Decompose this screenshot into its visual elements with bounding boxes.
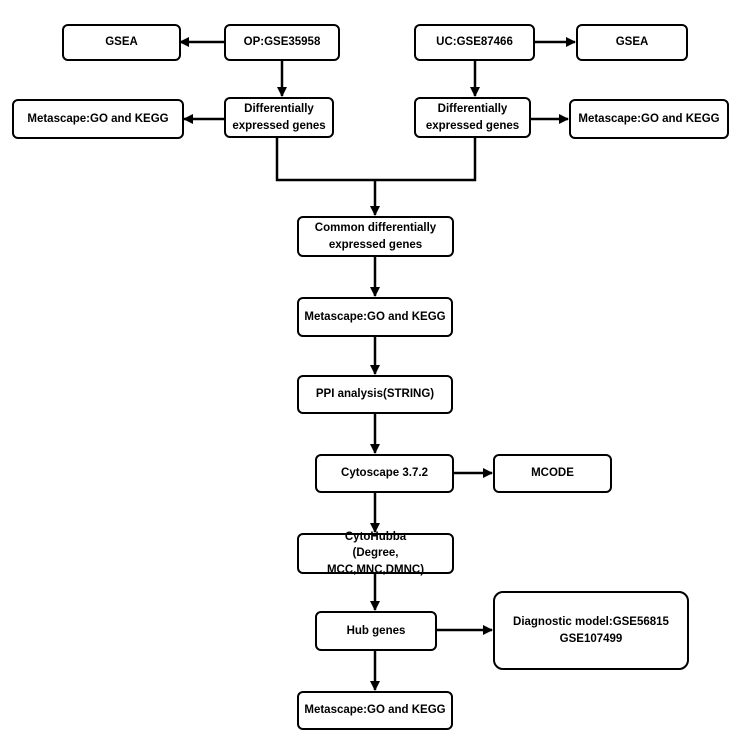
deg-uc-box: Differentially expressed genes: [414, 97, 531, 138]
metascape-right-box: Metascape:GO and KEGG: [569, 99, 729, 139]
cytohubba-box: CytoHubba (Degree, MCC,MNC,DMNC): [297, 531, 454, 576]
merge-connector: [275, 138, 477, 182]
deg-op-box: Differentially expressed genes: [224, 97, 334, 138]
metascape-common-box: Metascape:GO and KEGG: [297, 297, 453, 337]
gsea-right-box: GSEA: [576, 24, 688, 61]
cytoscape-box: Cytoscape 3.7.2: [315, 454, 454, 493]
diagnostic-model-box: Diagnostic model:GSE56815 GSE107499: [493, 591, 689, 670]
uc-dataset-box: UC:GSE87466: [414, 24, 535, 61]
metascape-hub-box: Metascape:GO and KEGG: [297, 691, 453, 730]
common-deg-box: Common differentially expressed genes: [297, 216, 454, 257]
ppi-box: PPI analysis(STRING): [297, 375, 453, 414]
metascape-left-box: Metascape:GO and KEGG: [12, 99, 184, 139]
gsea-left-box: GSEA: [62, 24, 181, 61]
op-dataset-box: OP:GSE35958: [224, 24, 340, 61]
hub-genes-box: Hub genes: [315, 611, 437, 651]
mcode-box: MCODE: [493, 454, 612, 493]
